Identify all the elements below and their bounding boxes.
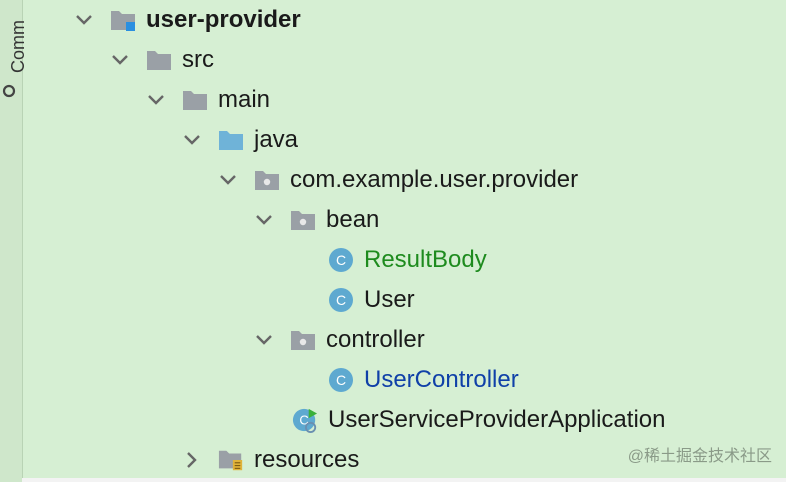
svg-text:C: C xyxy=(336,372,346,388)
chevron-down-icon[interactable] xyxy=(146,90,166,110)
chevron-down-icon[interactable] xyxy=(254,330,274,350)
tree-item-resultbody[interactable]: C ResultBody xyxy=(328,240,487,280)
folder-icon xyxy=(146,47,172,73)
watermark: @稀土掘金技术社区 xyxy=(627,448,772,465)
tree-item-src[interactable]: src xyxy=(110,40,214,80)
tree-item-label: java xyxy=(254,126,299,153)
chevron-down-icon[interactable] xyxy=(110,50,130,70)
chevron-down-icon[interactable] xyxy=(254,210,274,230)
tree-item-label: main xyxy=(218,86,271,113)
resources-folder-icon xyxy=(218,447,244,473)
chevron-down-icon[interactable] xyxy=(182,130,202,150)
tree-item-java[interactable]: java xyxy=(182,120,298,160)
spring-boot-class-icon: C xyxy=(292,407,318,433)
package-icon xyxy=(254,167,280,193)
chevron-right-icon[interactable] xyxy=(182,450,202,470)
tree-item-bean[interactable]: bean xyxy=(254,200,379,240)
class-icon: C xyxy=(328,367,354,393)
package-icon xyxy=(290,327,316,353)
tree-item-label: resources xyxy=(254,446,360,473)
pin-icon[interactable] xyxy=(2,84,16,98)
tree-item-application[interactable]: C UserServiceProviderApplication xyxy=(292,400,665,440)
package-icon xyxy=(290,207,316,233)
tree-item-label: UserServiceProviderApplication xyxy=(328,406,666,433)
tree-item-label: controller xyxy=(326,326,425,353)
tree-item-controller[interactable]: controller xyxy=(254,320,425,360)
svg-text:C: C xyxy=(299,413,308,428)
tree-item-label: src xyxy=(182,46,214,73)
tree-item-user[interactable]: C User xyxy=(328,280,415,320)
tree-item-label: User xyxy=(364,286,415,313)
tree-item-label: ResultBody xyxy=(364,246,487,273)
tree-item-user-provider[interactable]: user-provider xyxy=(74,0,301,40)
svg-text:C: C xyxy=(336,252,346,268)
tree-item-usercontroller[interactable]: C UserController xyxy=(328,360,519,400)
tree-item-label: bean xyxy=(326,206,380,233)
svg-text:C: C xyxy=(336,292,346,308)
tree-item-package-root[interactable]: com.example.user.provider xyxy=(218,160,578,200)
module-folder-icon xyxy=(110,7,136,33)
class-icon: C xyxy=(328,287,354,313)
tree-item-label: user-provider xyxy=(146,6,301,33)
tree-item-resources[interactable]: resources xyxy=(182,440,359,480)
chevron-down-icon[interactable] xyxy=(74,10,94,30)
class-icon: C xyxy=(328,247,354,273)
bottom-divider xyxy=(22,478,786,482)
source-folder-icon xyxy=(218,127,244,153)
side-tool-strip: Comm xyxy=(0,0,28,482)
tree-item-label: com.example.user.provider xyxy=(290,166,579,193)
tree-item-label: UserController xyxy=(364,366,519,393)
tree-item-main[interactable]: main xyxy=(146,80,270,120)
chevron-down-icon[interactable] xyxy=(218,170,238,190)
folder-icon xyxy=(182,87,208,113)
